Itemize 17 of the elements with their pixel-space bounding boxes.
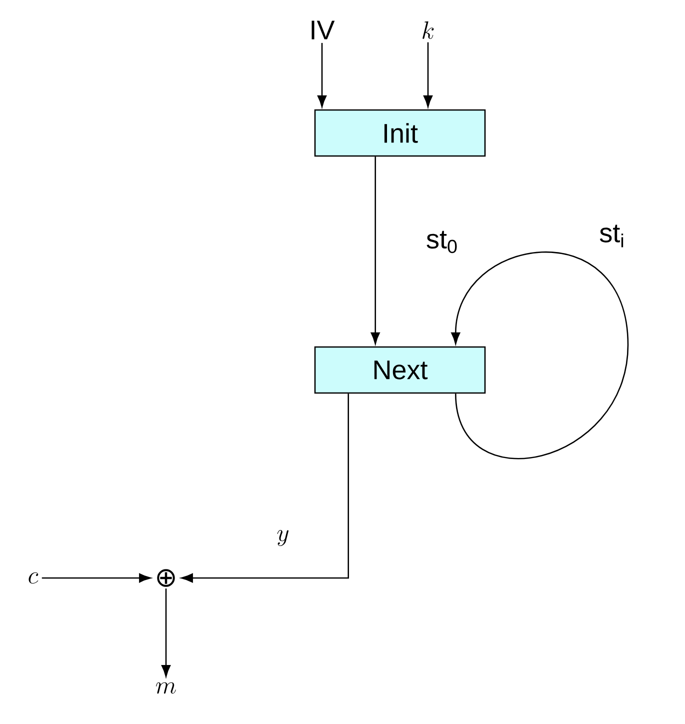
arrow — [451, 252, 629, 460]
arrow — [317, 42, 327, 108]
arrow — [181, 394, 349, 583]
process-box: Next — [314, 346, 486, 394]
process-box: Init — [314, 109, 486, 157]
arrow — [370, 156, 380, 344]
edge-label: st$_{i}$ — [600, 224, 624, 248]
variable-label: $m$ — [156, 682, 176, 694]
arrow — [423, 42, 433, 108]
arrow — [161, 588, 171, 677]
variable-label: $k$ — [422, 21, 434, 39]
xor-symbol: ⊕ — [157, 569, 175, 587]
arrow — [42, 573, 151, 583]
variable-label: IV — [312, 20, 335, 40]
variable-label: $c$ — [28, 572, 38, 584]
edge-label: $y$ — [277, 530, 288, 546]
edge-label: st$_{0}$ — [426, 230, 457, 254]
